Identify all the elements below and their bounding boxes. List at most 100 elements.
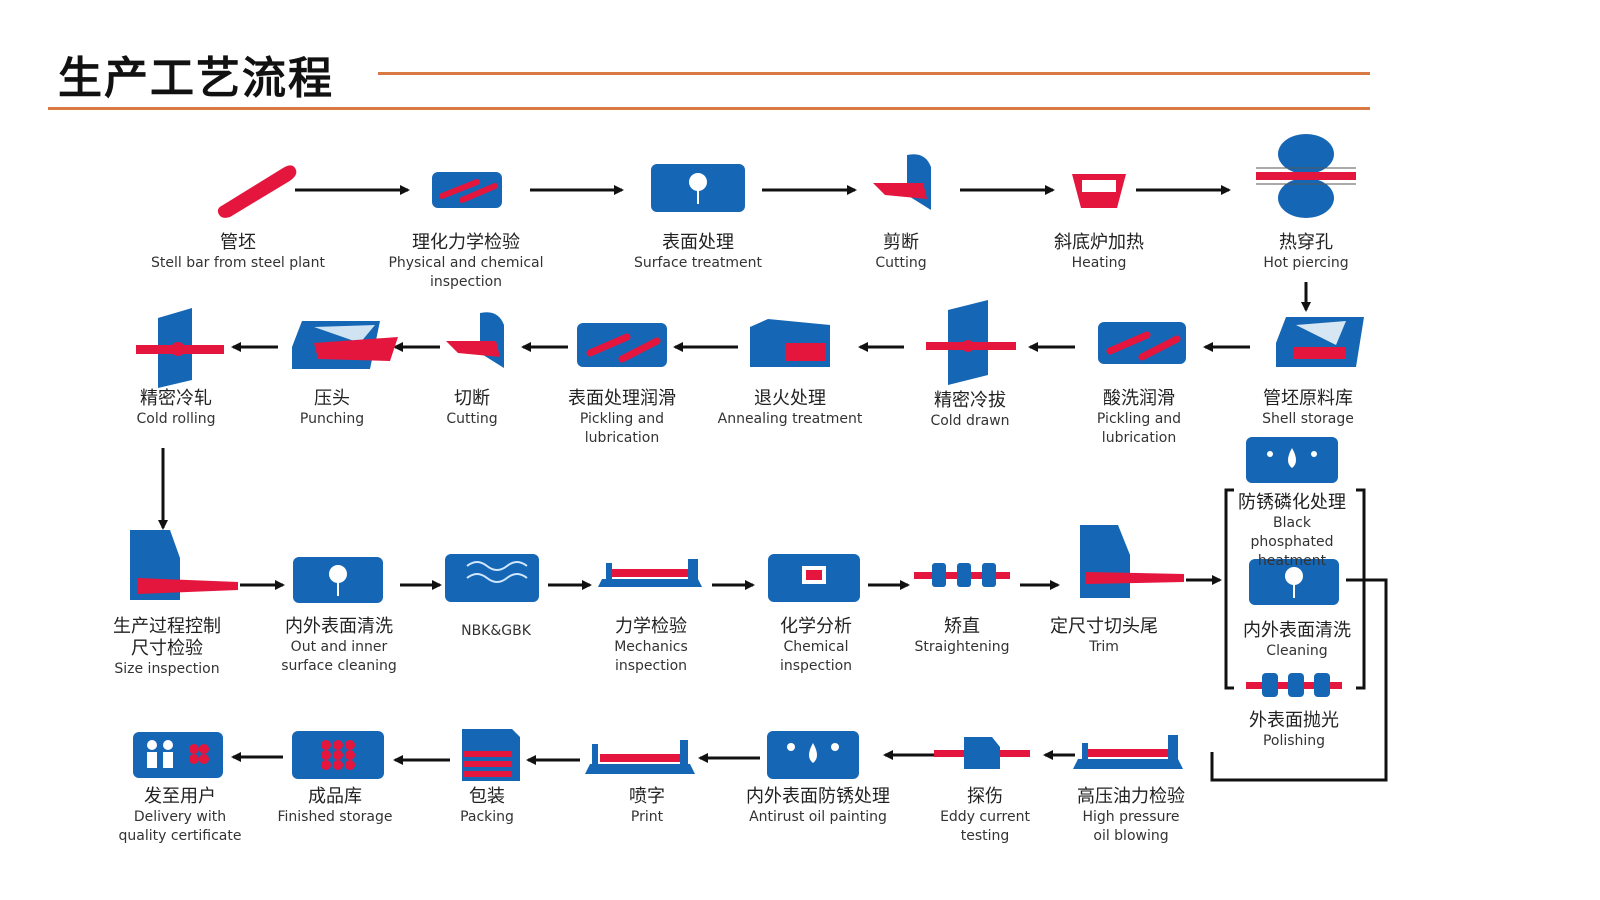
step-en-label: NBK&GBK: [461, 623, 531, 639]
step-zh-label: 防锈磷化处理: [1238, 492, 1346, 513]
step-zh-label: 表面处理润滑: [568, 388, 676, 409]
step-zh-label: 管坯: [220, 232, 256, 253]
step-en-label: Cutting: [446, 411, 498, 427]
mechanics-bench-icon: [598, 559, 702, 587]
step-label-1: 管坯 Stell bar from steel plant: [151, 232, 325, 273]
chemical-monitor-icon: [768, 554, 860, 602]
step-en-label: High pressure oil blowing: [1082, 809, 1180, 844]
step-zh-label: 精密冷轧: [139, 388, 212, 409]
shell-storage-icon: [1276, 317, 1364, 367]
step-en-label: Pickling and lubrication: [579, 411, 665, 446]
step-en-label: Heating: [1071, 255, 1127, 271]
step-zh-label: 生产过程控制 尺寸检验: [113, 616, 221, 659]
pickling-tray-icon: [1098, 322, 1186, 364]
pressure-bench-icon: [1073, 735, 1183, 769]
step-label-14: 精密冷轧 Cold rolling: [136, 388, 215, 429]
step-en-label: Stell bar from steel plant: [151, 255, 325, 271]
step-zh-label: 内外表面清洗: [1243, 620, 1351, 641]
step-en-label: Cold rolling: [136, 411, 216, 427]
step-zh-label: 喷字: [629, 786, 665, 807]
lubrication-tray-icon: [577, 323, 667, 367]
step-en-label: Pickling and lubrication: [1096, 411, 1182, 446]
step-en-label: Punching: [299, 411, 365, 427]
step-zh-label: 矫直: [944, 616, 980, 637]
step-zh-label: 剪断: [883, 232, 919, 253]
step-zh-label: 管坯原料库: [1262, 388, 1353, 409]
step-zh-label: 压头: [313, 388, 350, 409]
step-en-label: Annealing treatment: [717, 411, 863, 427]
step-zh-label: 酸洗润滑: [1102, 388, 1175, 409]
furnace-icon: [1072, 174, 1126, 208]
step-zh-label: 力学检验: [614, 616, 687, 637]
step-zh-label: 斜底炉加热: [1054, 232, 1144, 253]
polishing-rollers-icon: [1246, 673, 1342, 697]
cutting-icon: [873, 154, 931, 210]
cutting-icon: [446, 312, 504, 368]
phosphating-drops-icon: [1246, 437, 1338, 483]
cleaning-icon: [293, 557, 383, 603]
step-zh-label: 探伤: [966, 786, 1003, 807]
step-en-label: Cutting: [875, 255, 927, 271]
step-zh-label: 定尺寸切头尾: [1050, 616, 1158, 637]
step-zh-label: 精密冷拔: [934, 390, 1006, 411]
step-zh-label: 内外表面清洗: [285, 616, 393, 637]
step-en-label: Black phosphated heatment: [1250, 515, 1334, 569]
cold-rolling-icon: [136, 308, 224, 388]
antirust-drops-icon: [767, 731, 859, 779]
step-zh-label: 热穿孔: [1279, 232, 1333, 253]
inspection-tray-icon: [432, 172, 502, 208]
step-en-label: Delivery with quality certificate: [118, 809, 242, 844]
punching-icon: [292, 321, 398, 369]
title-divider-long: [48, 107, 1370, 110]
step-zh-label: 高压油力检验: [1077, 786, 1185, 807]
title-divider-short: [378, 72, 1370, 75]
step-label-7: 管坯原料库 Shell storage: [1262, 388, 1354, 429]
step-zh-label: 理化力学检验: [411, 232, 520, 253]
step-en-label: Surface treatment: [633, 255, 763, 271]
step-zh-label: 内外表面防锈处理: [746, 786, 890, 807]
step-en-label: Size inspection: [114, 661, 220, 677]
step-label-21: 定尺寸切头尾 Trim: [1050, 616, 1158, 657]
straightening-icon: [914, 563, 1010, 587]
finished-storage-icon: [292, 731, 384, 779]
group-bracket-right: [1356, 488, 1366, 690]
delivery-icon: [133, 732, 223, 778]
step-label-24: 外表面抛光 Polishing: [1249, 710, 1339, 751]
packing-icon: [462, 729, 520, 781]
loop-connector: [1210, 578, 1388, 782]
step-en-label: Mechanics inspection: [614, 639, 688, 674]
step-zh-label: 成品库: [308, 786, 362, 807]
step-zh-label: 化学分析: [779, 616, 852, 637]
step-en-label: Eddy current testing: [940, 809, 1030, 844]
cleaning-icon: [1249, 559, 1339, 605]
nbk-gbk-icon: [445, 554, 539, 602]
print-bench-icon: [585, 740, 695, 774]
step-en-label: Finished storage: [277, 809, 393, 825]
step-en-label: Polishing: [1262, 733, 1326, 749]
step-en-label: Print: [630, 809, 664, 825]
cold-drawn-icon: [926, 300, 1016, 385]
step-en-label: Antirust oil painting: [749, 809, 887, 825]
step-en-label: Trim: [1089, 639, 1119, 655]
annealing-furnace-icon: [750, 319, 830, 367]
step-label-4: 剪断 Cutting: [875, 232, 926, 273]
step-en-label: Shell storage: [1262, 411, 1354, 427]
step-label-17: NBK&GBK: [461, 622, 531, 641]
page-title: 生产工艺流程: [58, 53, 334, 104]
step-zh-label: 包装: [468, 786, 505, 807]
step-zh-label: 外表面抛光: [1249, 710, 1339, 731]
step-label-5: 斜底炉加热 Heating: [1054, 232, 1144, 273]
